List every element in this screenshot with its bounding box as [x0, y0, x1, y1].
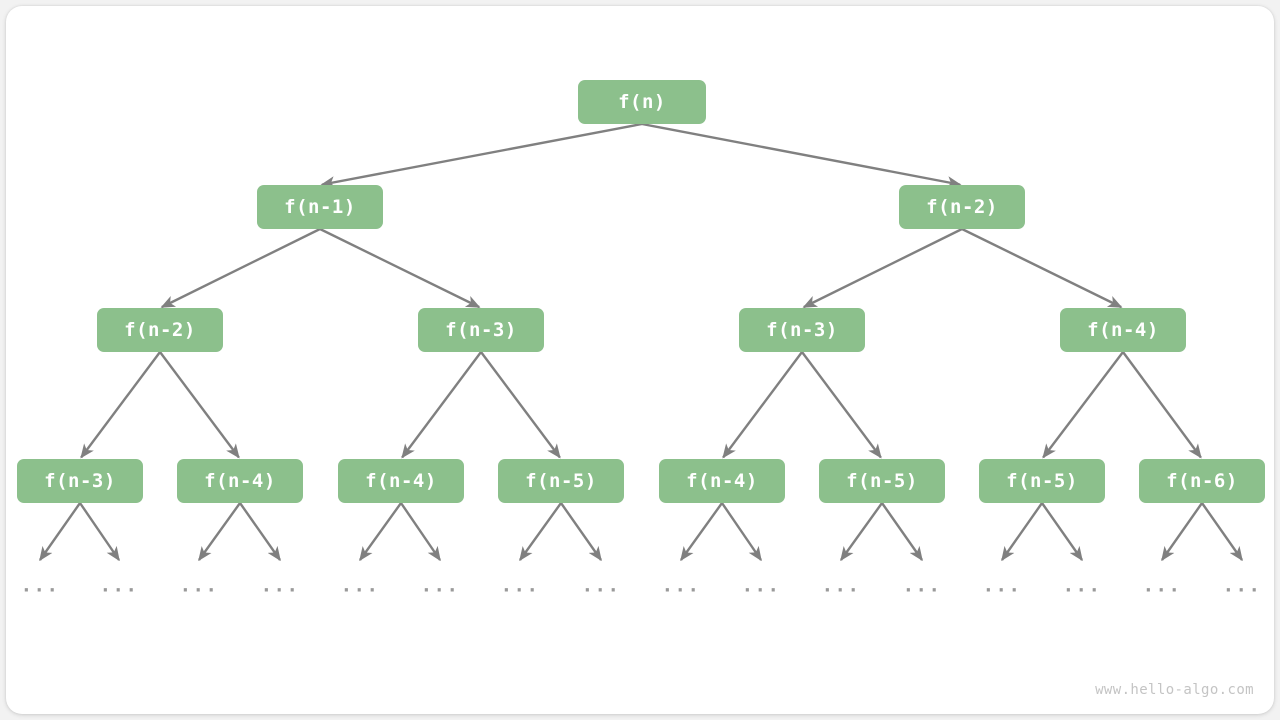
tree-node[interactable]: f(n-3) [17, 459, 143, 503]
ellipsis-marker: ... [260, 574, 300, 597]
ellipsis-marker: ... [902, 574, 942, 597]
tree-node[interactable]: f(n-4) [659, 459, 785, 503]
tree-node[interactable]: f(n-1) [257, 185, 383, 229]
ellipsis-marker: ... [1222, 574, 1262, 597]
tree-node[interactable]: f(n-4) [338, 459, 464, 503]
tree-node[interactable]: f(n-5) [819, 459, 945, 503]
tree-node[interactable]: f(n-4) [1060, 308, 1186, 352]
tree-node[interactable]: f(n-4) [177, 459, 303, 503]
ellipsis-marker: ... [99, 574, 139, 597]
tree-node[interactable]: f(n-5) [979, 459, 1105, 503]
ellipsis-marker: ... [741, 574, 781, 597]
ellipsis-marker: ... [179, 574, 219, 597]
tree-node[interactable]: f(n) [578, 80, 706, 124]
ellipsis-marker: ... [821, 574, 861, 597]
ellipsis-marker: ... [661, 574, 701, 597]
ellipsis-marker: ... [1142, 574, 1182, 597]
ellipsis-marker: ... [340, 574, 380, 597]
ellipsis-marker: ... [982, 574, 1022, 597]
ellipsis-marker: ... [500, 574, 540, 597]
ellipsis-marker: ... [1062, 574, 1102, 597]
ellipsis-marker: ... [20, 574, 60, 597]
tree-node[interactable]: f(n-6) [1139, 459, 1265, 503]
watermark: www.hello-algo.com [1095, 682, 1254, 698]
tree-node[interactable]: f(n-2) [97, 308, 223, 352]
tree-node[interactable]: f(n-2) [899, 185, 1025, 229]
ellipsis-marker: ... [581, 574, 621, 597]
tree-node[interactable]: f(n-3) [418, 308, 544, 352]
tree-node[interactable]: f(n-5) [498, 459, 624, 503]
ellipsis-marker: ... [420, 574, 460, 597]
tree-node[interactable]: f(n-3) [739, 308, 865, 352]
